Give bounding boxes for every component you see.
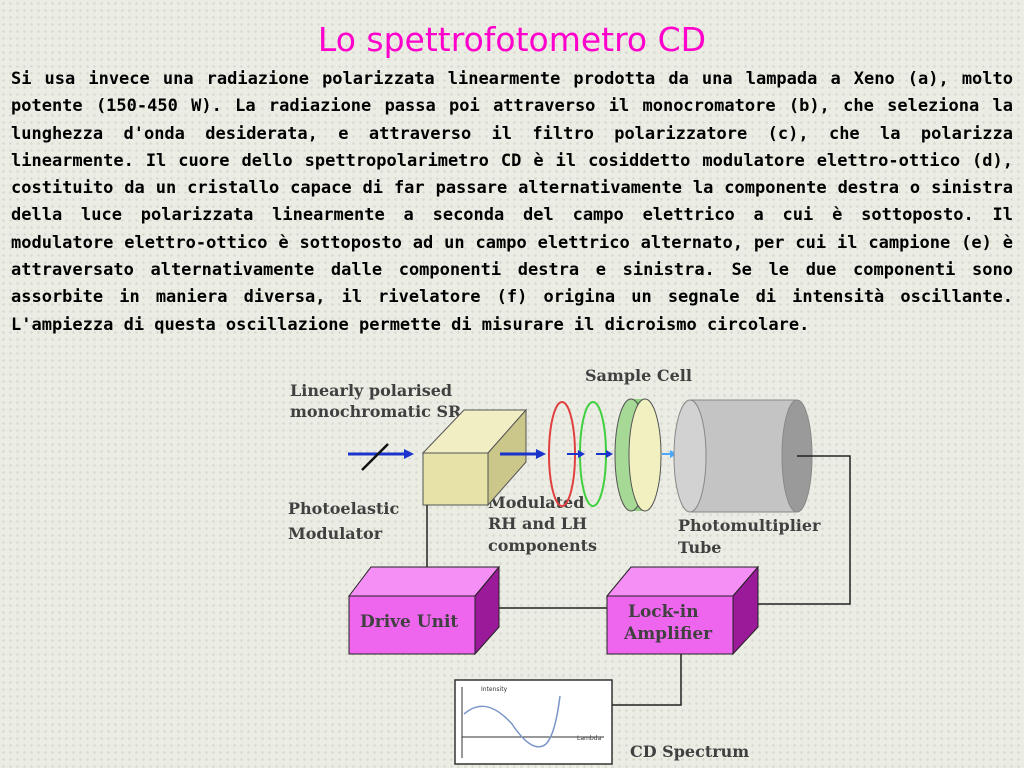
- cd-spectrum-panel: [454, 679, 613, 765]
- photoelastic-modulator: [421, 408, 528, 507]
- drive-unit-label: Drive Unit: [360, 612, 458, 632]
- label-photoelastic-1: Photoelastic: [288, 499, 400, 518]
- label-pmt-1: Photomultiplier: [678, 516, 821, 535]
- lock-in-label-1: Lock-in: [628, 602, 699, 622]
- label-linearly-polarised-2: monochromatic SR: [290, 402, 462, 421]
- spectrum-y-label: Intensity: [481, 686, 508, 693]
- beam-to-detector: [662, 450, 677, 458]
- sample-cell: [614, 398, 662, 512]
- label-linearly-polarised-1: Linearly polarised: [290, 381, 452, 400]
- photomultiplier-tube: [673, 399, 813, 513]
- beam-between-circles: [567, 450, 613, 458]
- label-modulated-2: RH and LH: [488, 514, 587, 533]
- page-title: Lo spettrofotometro CD: [317, 20, 707, 59]
- label-sample-cell: Sample Cell: [585, 366, 692, 385]
- label-photoelastic-2: Modulator: [288, 524, 383, 543]
- label-pmt-2: Tube: [678, 538, 721, 557]
- drive-unit-box: [347, 565, 501, 656]
- cd-spectrum-label: CD Spectrum: [630, 742, 749, 761]
- label-modulated-1: Modulated: [488, 493, 584, 512]
- modulated-beam-arrow: [500, 449, 546, 459]
- spectrum-x-label: Lambda: [577, 735, 601, 742]
- spectrum-curve: [463, 695, 561, 748]
- label-modulated-3: components: [488, 536, 597, 555]
- description-paragraph: Si usa invece una radiazione polarizzata…: [11, 69, 1013, 335]
- lock-in-amplifier-box: [605, 565, 760, 656]
- lock-in-label-2: Amplifier: [623, 624, 713, 644]
- incoming-beam-arrow: [348, 443, 414, 471]
